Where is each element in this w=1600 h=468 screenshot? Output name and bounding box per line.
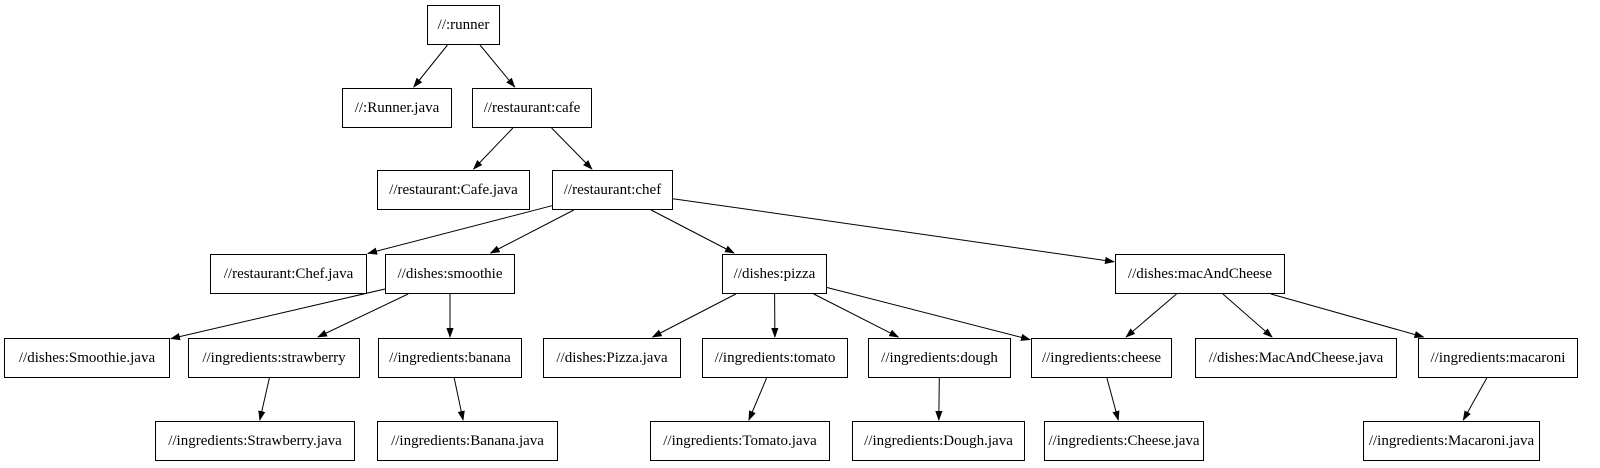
graph-node-cheese_java: //ingredients:Cheese.java (1044, 421, 1204, 461)
edge-strawberry-to-strawberry_java (258, 377, 270, 421)
edge-chef-to-pizza (650, 209, 735, 254)
edge-pizza-to-pizza_java (651, 293, 737, 338)
graph-node-tomato: //ingredients:tomato (702, 338, 848, 378)
graph-node-cafe: //restaurant:cafe (472, 88, 592, 128)
edge-pizza-to-dough (813, 293, 900, 338)
graph-node-cafe_java: //restaurant:Cafe.java (377, 170, 530, 210)
edge-runner-to-runner_java (413, 44, 448, 88)
edge-chef-to-mac_and_cheese (672, 198, 1115, 264)
graph-node-chef: //restaurant:chef (552, 170, 673, 210)
edge-cafe-to-cafe_java (472, 127, 514, 170)
edge-mac_and_cheese-to-mac_and_cheese_java (1222, 293, 1273, 338)
graph-node-dough_java: //ingredients:Dough.java (852, 421, 1025, 461)
graph-node-pizza_java: //dishes:Pizza.java (543, 338, 681, 378)
edge-mac_and_cheese-to-cheese (1125, 293, 1177, 338)
edge-smoothie-to-strawberry (317, 293, 409, 338)
graph-node-strawberry: //ingredients:strawberry (188, 338, 360, 378)
edge-mac_and_cheese-to-macaroni (1270, 293, 1425, 339)
graph-node-tomato_java: //ingredients:Tomato.java (650, 421, 830, 461)
graph-node-mac_and_cheese_java: //dishes:MacAndCheese.java (1195, 338, 1397, 378)
edge-tomato-to-tomato_java (748, 377, 768, 421)
edge-smoothie-to-smoothie_java (170, 288, 386, 341)
graph-node-mac_and_cheese: //dishes:macAndCheese (1115, 254, 1285, 294)
graph-node-cheese: //ingredients:cheese (1031, 338, 1172, 378)
edge-pizza-to-cheese (826, 287, 1031, 341)
graph-node-smoothie_java: //dishes:Smoothie.java (4, 338, 170, 378)
edge-macaroni-to-macaroni_java (1462, 377, 1488, 421)
graph-node-pizza: //dishes:pizza (722, 254, 827, 294)
graph-node-macaroni_java: //ingredients:Macaroni.java (1363, 421, 1540, 461)
graph-node-macaroni: //ingredients:macaroni (1418, 338, 1578, 378)
edge-banana-to-banana_java (453, 377, 465, 421)
graph-node-chef_java: //restaurant:Chef.java (210, 254, 367, 294)
edge-group (170, 44, 1488, 421)
graph-node-runner: //:runner (427, 5, 500, 45)
edge-runner-to-cafe (479, 44, 516, 88)
edge-chef-to-chef_java (367, 205, 553, 255)
graph-node-smoothie: //dishes:smoothie (385, 254, 515, 294)
graph-node-banana_java: //ingredients:Banana.java (377, 421, 558, 461)
graph-node-dough: //ingredients:dough (868, 338, 1011, 378)
edge-dough-to-dough_java (935, 377, 943, 421)
edge-cafe-to-chef (551, 127, 593, 170)
graph-node-runner_java: //:Runner.java (342, 88, 452, 128)
edge-chef-to-smoothie (489, 209, 575, 254)
graph-node-banana: //ingredients:banana (378, 338, 522, 378)
graph-node-strawberry_java: //ingredients:Strawberry.java (155, 421, 355, 461)
edge-cheese-to-cheese_java (1106, 377, 1120, 421)
